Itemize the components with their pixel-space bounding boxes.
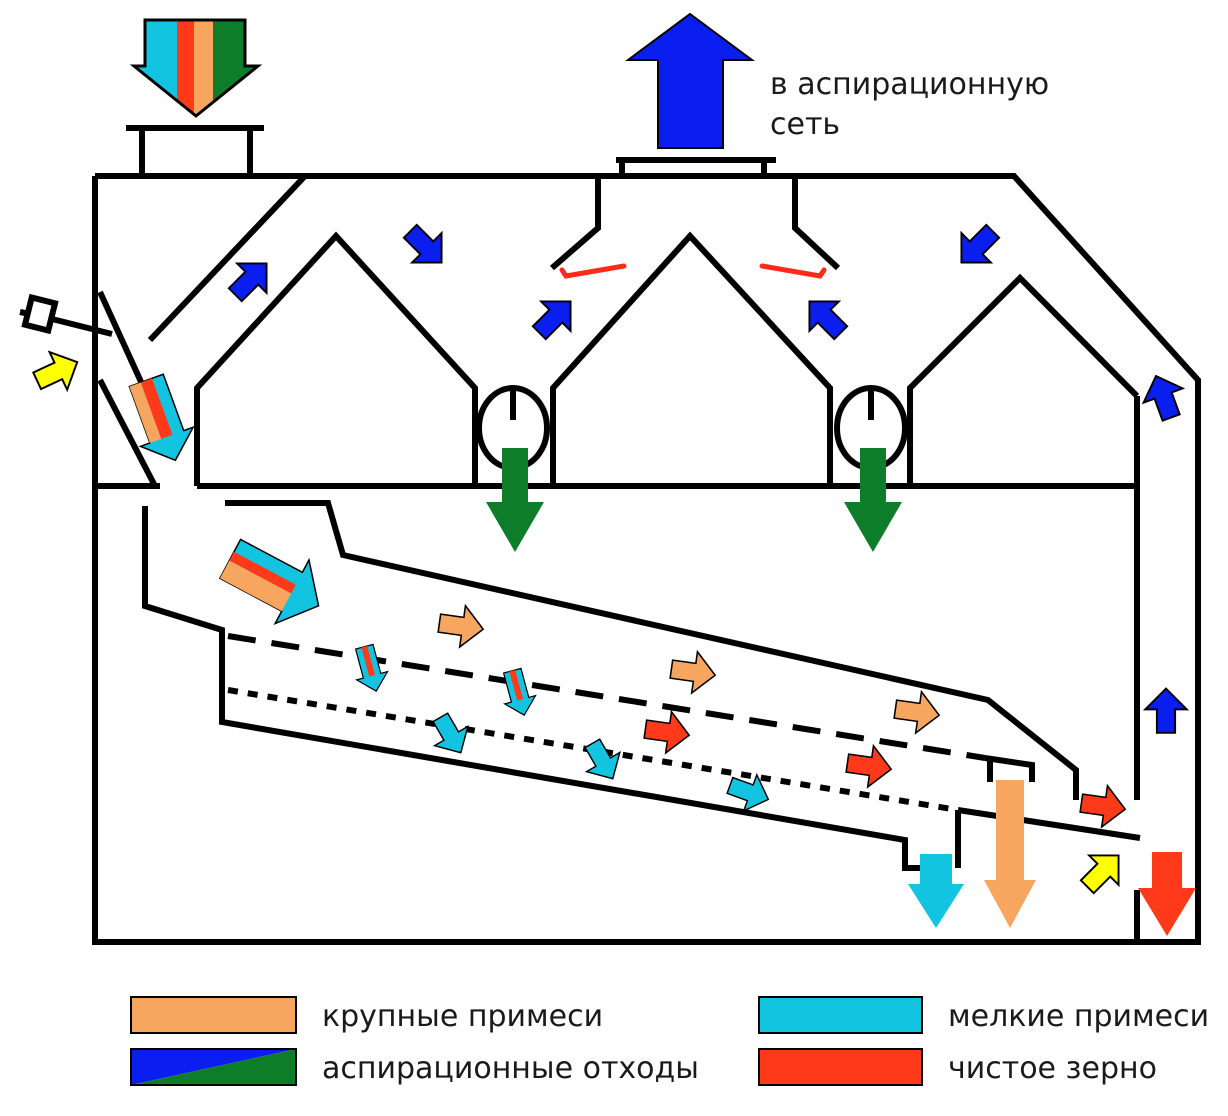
input-mixture-arrow bbox=[134, 20, 258, 116]
legend-label-clean: чистое зерно bbox=[948, 1051, 1157, 1086]
legend-item-clean: чистое зерно bbox=[758, 1048, 1157, 1086]
through-sieve-arrows bbox=[354, 643, 537, 717]
sieve-upper-dashed bbox=[227, 633, 1035, 782]
feed-arrow-left bbox=[128, 373, 195, 462]
legend-swatch-clean bbox=[758, 1048, 923, 1086]
output-large-impurities-arrow bbox=[984, 780, 1036, 928]
aspiration-label-line2: сеть bbox=[770, 107, 840, 142]
legend-label-aspiration: аспирационные отходы bbox=[322, 1051, 699, 1086]
separator-housing bbox=[92, 125, 1201, 945]
legend-item-small: мелкие примеси bbox=[758, 996, 1209, 1034]
legend: крупные примеси мелкие примеси аспирацио… bbox=[130, 996, 1209, 1086]
legend-item-aspiration: аспирационные отходы bbox=[130, 1048, 699, 1086]
legend-swatch-large bbox=[130, 996, 297, 1034]
legend-label-large: крупные примеси bbox=[322, 999, 603, 1034]
clean-grain-arrows bbox=[641, 707, 1129, 831]
output-small-impurities-arrow bbox=[908, 854, 964, 928]
aspiration-waste-arrows bbox=[486, 448, 902, 552]
valve-right-icon bbox=[759, 263, 827, 279]
feed-arrow-sieve bbox=[218, 538, 320, 625]
exhaust-air-arrow bbox=[624, 12, 756, 149]
legend-swatch-aspiration bbox=[130, 1048, 297, 1086]
legend-swatch-small bbox=[758, 996, 923, 1034]
adjuster-screw-icon bbox=[19, 293, 113, 337]
aspiration-label-line1: в аспирационную bbox=[770, 67, 1049, 102]
legend-item-large: крупные примеси bbox=[130, 996, 603, 1034]
legend-label-small: мелкие примеси bbox=[948, 999, 1209, 1034]
valve-left-icon bbox=[559, 263, 627, 279]
output-clean-grain-arrow bbox=[1138, 852, 1196, 936]
large-impurity-arrows bbox=[435, 601, 943, 737]
small-impurity-arrows bbox=[423, 707, 776, 819]
